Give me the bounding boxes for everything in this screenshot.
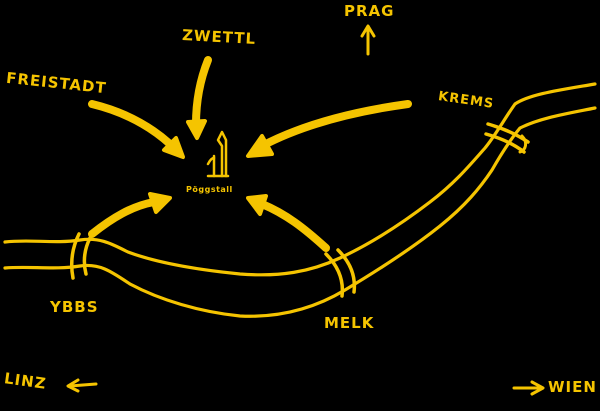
arrowhead-prag <box>360 24 376 38</box>
arrowhead-wien <box>530 380 545 396</box>
arrow-from-freistadt <box>88 100 174 148</box>
arrow-from-melk <box>258 200 330 252</box>
arrow-from-krems <box>258 100 412 150</box>
arrowhead-melk <box>246 194 268 216</box>
bridge-ybbs-left <box>69 232 81 280</box>
arrowhead-ybbs <box>148 192 172 214</box>
arrow-from-ybbs <box>88 198 158 238</box>
bridge-melk-right <box>336 248 357 294</box>
arrowhead-linz <box>66 378 80 393</box>
arrowhead-zwettl <box>186 119 207 140</box>
bridge-ybbs-right <box>82 236 92 276</box>
danube-upper-bank <box>3 82 597 277</box>
poggstall-castle-icon <box>206 130 230 178</box>
label-melk: MELK <box>324 314 375 332</box>
arrowhead-freistadt <box>162 136 185 159</box>
label-prag: PRAG <box>344 2 395 20</box>
label-ybbs: YBBS <box>50 298 99 316</box>
label-wien: WIEN <box>548 378 597 396</box>
bridge-melk-left <box>324 252 345 298</box>
label-zwettl: ZWETTL <box>181 26 257 48</box>
arrow-to-linz <box>68 382 98 388</box>
arrowhead-krems <box>246 134 274 158</box>
bridge-krems-cap <box>518 134 528 154</box>
label-poggstall: Pöggstall <box>186 185 233 194</box>
danube-lower-bank <box>3 106 597 318</box>
arrow-from-zwettl <box>192 56 212 128</box>
